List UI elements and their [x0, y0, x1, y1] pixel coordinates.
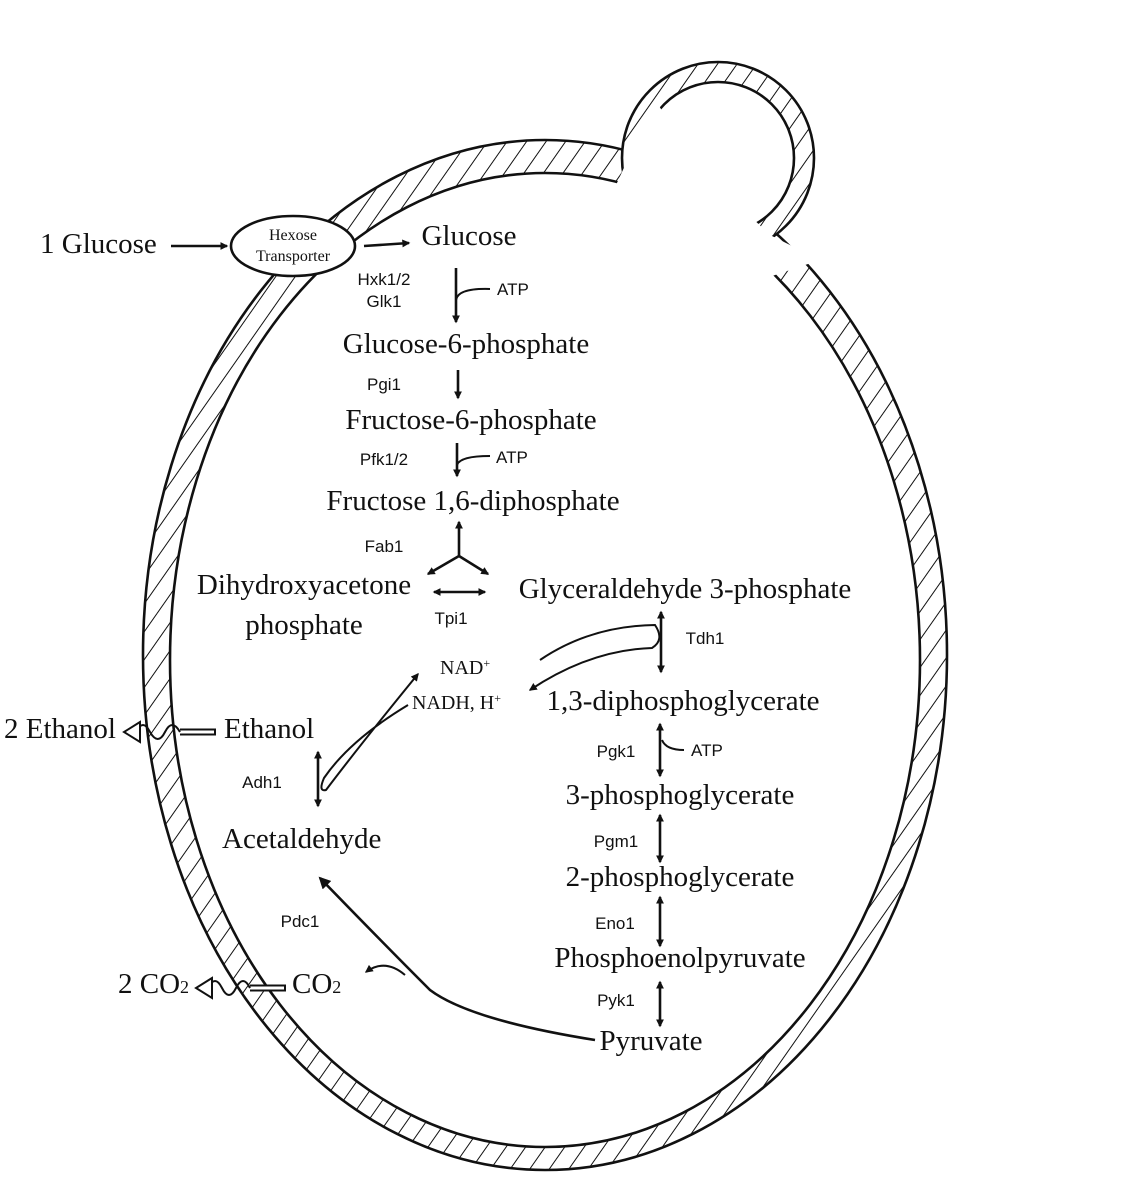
glucose-label: Glucose — [421, 220, 516, 252]
pfk-enzyme-label: Pfk1/2 — [360, 450, 408, 469]
glucose-6-phosphate-label: Glucose-6-phosphate — [343, 328, 589, 360]
eno-enzyme-label: Eno1 — [595, 914, 635, 933]
ethanol-label: Ethanol — [224, 713, 314, 745]
tdh-enzyme-label: Tdh1 — [686, 629, 725, 648]
external-co2-label: 2 CO2 — [118, 968, 189, 1000]
atp-label-3: ATP — [691, 741, 723, 760]
nadh-label: NADH, H+ — [412, 691, 501, 714]
pyk-enzyme-label: Pyk1 — [597, 991, 635, 1010]
transporter-label-line2: Transporter — [256, 248, 331, 265]
fructose-1-6-diphosphate-label: Fructose 1,6-diphosphate — [326, 485, 619, 517]
adh-enzyme-label: Adh1 — [242, 773, 282, 792]
hexose-transporter: Hexose Transporter — [231, 216, 355, 276]
glk-enzyme-label: Glk1 — [367, 292, 402, 311]
fab-enzyme-label: Fab1 — [365, 537, 404, 556]
glyceraldehyde-3-phosphate-label: Glyceraldehyde 3-phosphate — [519, 573, 852, 605]
pgk-enzyme-label: Pgk1 — [597, 742, 636, 761]
dhap-label-line1: Dihydroxyacetone — [197, 569, 411, 601]
transporter-oval — [231, 216, 355, 276]
pdc-enzyme-label: Pdc1 — [281, 912, 320, 931]
1-3-diphosphoglycerate-label: 1,3-diphosphoglycerate — [546, 685, 819, 717]
nad-label: NAD+ — [440, 656, 490, 679]
hxk-enzyme-label: Hxk1/2 — [358, 270, 411, 289]
dhap-label-line2: phosphate — [245, 609, 363, 641]
fructose-6-phosphate-label: Fructose-6-phosphate — [345, 404, 596, 436]
atp-label-1: ATP — [497, 280, 529, 299]
external-ethanol-label: 2 Ethanol — [4, 713, 116, 745]
pyruvate-label: Pyruvate — [599, 1025, 702, 1057]
tpi-enzyme-label: Tpi1 — [434, 609, 467, 628]
transporter-label-line1: Hexose — [269, 227, 317, 244]
acetaldehyde-label: Acetaldehyde — [222, 823, 381, 855]
pgi-enzyme-label: Pgi1 — [367, 375, 401, 394]
atp-label-2: ATP — [496, 448, 528, 467]
3-phosphoglycerate-label: 3-phosphoglycerate — [566, 779, 795, 811]
2-phosphoglycerate-label: 2-phosphoglycerate — [566, 861, 795, 893]
phosphoenolpyruvate-label: Phosphoenolpyruvate — [554, 942, 805, 974]
pgm-enzyme-label: Pgm1 — [594, 832, 638, 851]
external-glucose-label: 1 Glucose — [40, 228, 157, 260]
